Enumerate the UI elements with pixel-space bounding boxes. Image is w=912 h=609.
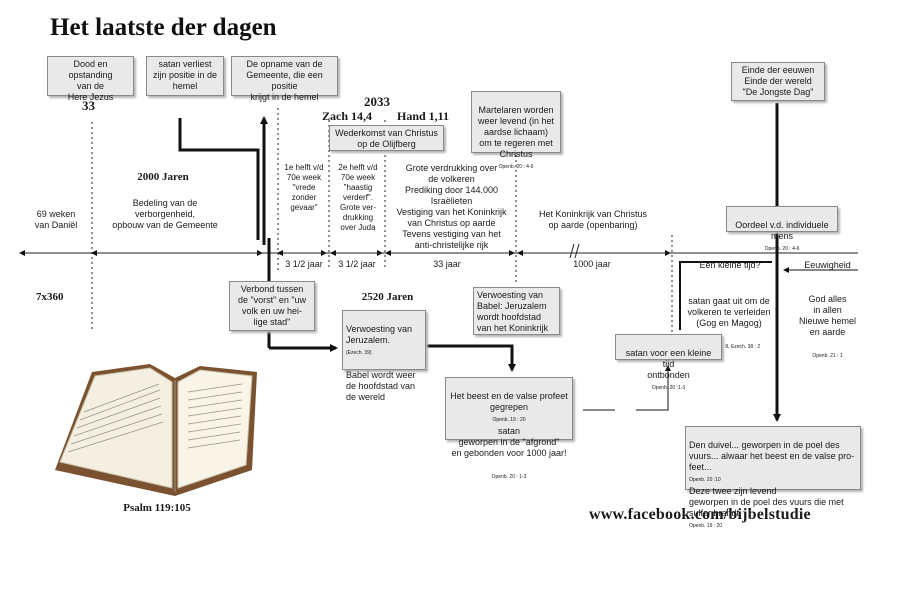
satan-gaat-label: satan gaat uit om de volkeren te verleid…: [683, 285, 775, 353]
year-33: 33: [82, 98, 95, 113]
verwoesting-jeruzalem-text1: Verwoesting van Jeruzalem.: [346, 324, 413, 345]
zach-ref: Zach 14,4: [322, 109, 373, 123]
verwoesting-jeruzalem-ref: (Ezech. 39): [346, 350, 372, 356]
duivel-ref1: Openb. 20 :10: [689, 477, 721, 483]
year-2033: 2033: [364, 94, 390, 109]
opname-box: De opname van de Gemeente, die een posit…: [231, 56, 338, 102]
hand-ref: Hand 1,11: [397, 109, 450, 123]
satan-ontbonden-text: satan voor een kleine tijd ontbonden: [625, 348, 712, 380]
god-alles-ref: Openb. 21 : 1: [812, 353, 843, 359]
beest-profeet-box: Het beest en de valse profeet gegrepen O…: [445, 377, 573, 480]
einde-eeuwen-box: Einde der eeuwen Einde der wereld "De Jo…: [731, 62, 825, 101]
jaar-label-1: 3 1/2 jaar: [285, 259, 323, 269]
god-alles-label: God alles in allen Nieuwe hemel en aarde…: [795, 283, 860, 362]
duivel-box: Den duivel... geworpen in de poel des vu…: [685, 426, 861, 529]
beest-text2: satan geworpen in de "afgrond" en gebond…: [451, 426, 567, 458]
oordeel-box: Oordeel v.d. individuele mens Openb. 20 …: [726, 206, 838, 252]
beest-ref1: Openb. 19 : 20: [492, 417, 526, 423]
satan-ontbonden-ref: Openb. 20 :1-3: [651, 385, 686, 391]
eerste-helft-label: 1e helft v/d 70e week "vrede zonder geva…: [284, 163, 324, 212]
satan-verliest-box: satan verliest zijn positie in de hemel: [146, 56, 224, 96]
facebook-link[interactable]: www.facebook.com/bijbelstudie: [589, 506, 811, 523]
2000-jaren-label: 2000 Jaren: [137, 171, 189, 183]
god-alles-text: God alles in allen Nieuwe hemel en aarde: [798, 294, 857, 337]
duivel-text1: Den duivel... geworpen in de poel des vu…: [689, 440, 855, 472]
2520-jaren-label: 2520 Jaren: [361, 291, 414, 303]
oordeel-text: Oordeel v.d. individuele mens: [735, 220, 829, 241]
bedeling-label: Bedeling van de verborgenheid, opbouw va…: [112, 198, 218, 230]
eeuwigheid-label: Eeuwigheid: [804, 260, 851, 270]
beest-text1: Het beest en de valse profeet gegrepen: [450, 391, 568, 412]
kleine-tijd-label: Een kleine tijd?: [699, 260, 761, 270]
page-title: Het laatste der dagen: [50, 14, 277, 41]
verwoesting-babel-box: Verwoesting van Babel: Jeruzalem wordt h…: [473, 287, 560, 335]
verbond-box: Verbond tussen de "vorst" en "uw volk en…: [229, 281, 315, 331]
duivel-text2: Deze twee zijn levend geworpen in de poe…: [689, 486, 844, 518]
69-weken-label: 69 weken van Daniël: [34, 209, 78, 230]
oordeel-ref: Openb. 20 : 4-6: [764, 246, 800, 252]
beest-ref2: Openb. 20 : 1-3: [491, 474, 527, 480]
martelaren-ref: Openb. 20 : 4-6: [498, 164, 534, 170]
verwoesting-jeruzalem-text2: Babel wordt weer de hoofdstad van de wer…: [346, 370, 416, 402]
7x360-label: 7x360: [36, 291, 64, 303]
psalm-caption: Psalm 119:105: [123, 502, 191, 514]
dood-opstanding-box: Dood en opstanding van de Here Jezus: [47, 56, 134, 102]
koninkrijk-label: Het Koninkrijk van Christus op aarde (op…: [538, 209, 648, 230]
martelaren-text: Martelaren worden weer levend (in het aa…: [477, 105, 555, 159]
duivel-ref2: Openb. 19 : 20: [689, 523, 723, 529]
satan-gaat-text: satan gaat uit om de volkeren te verleid…: [687, 296, 771, 328]
grote-verdrukking-label: Grote verdrukking over de volkeren Predi…: [396, 163, 507, 250]
jaar-label-2: 3 1/2 jaar: [338, 259, 376, 269]
tweede-helft-label: 2e helft v/d 70e week "haastig verderf".…: [338, 163, 378, 232]
martelaren-box: Martelaren worden weer levend (in het aa…: [471, 91, 561, 170]
jaar-label-1000: 1000 jaar: [573, 259, 611, 269]
jaar-label-33: 33 jaar: [433, 259, 461, 269]
verwoesting-jeruzalem-box: Verwoesting van Jeruzalem. (Ezech. 39) B…: [342, 310, 426, 402]
satan-ontbonden-box: satan voor een kleine tijd ontbonden Ope…: [615, 334, 722, 391]
wederkomst-box: Wederkomst van Christus op de Olijfberg: [329, 125, 444, 151]
